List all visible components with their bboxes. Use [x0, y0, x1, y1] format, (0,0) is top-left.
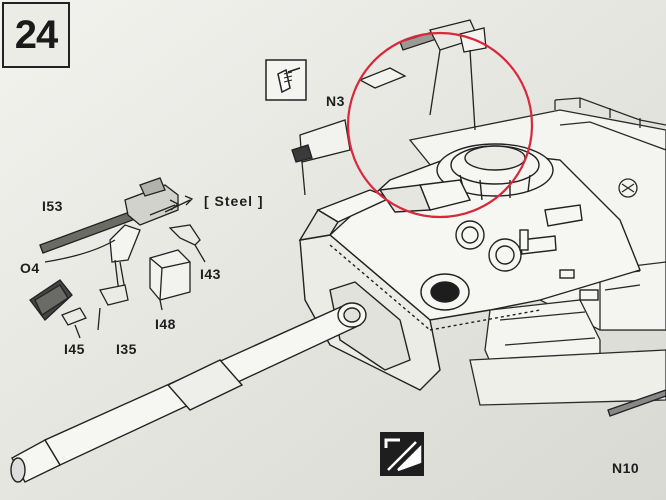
main-gun-barrel	[10, 302, 367, 483]
part-label-i35: I35	[116, 341, 137, 357]
part-label-i53: I53	[42, 198, 63, 214]
material-note: [ Steel ]	[204, 193, 264, 209]
part-label-o4: O4	[20, 260, 40, 276]
mg-subassembly	[29, 177, 206, 339]
part-n10-antenna	[607, 389, 666, 417]
part-label-i45: I45	[64, 341, 85, 357]
glue-icon	[265, 59, 307, 101]
cupola	[378, 143, 554, 213]
part-label-n10: N10	[612, 460, 640, 476]
step-number-box: 24	[2, 2, 70, 68]
red-circle-highlight	[346, 31, 534, 219]
part-label-n3: N3	[326, 93, 345, 109]
step-number: 24	[14, 12, 58, 57]
part-n3-bracket	[291, 67, 407, 196]
turn-page-icon	[380, 432, 424, 476]
part-label-i43: I43	[200, 266, 221, 282]
part-label-i48: I48	[155, 316, 176, 332]
